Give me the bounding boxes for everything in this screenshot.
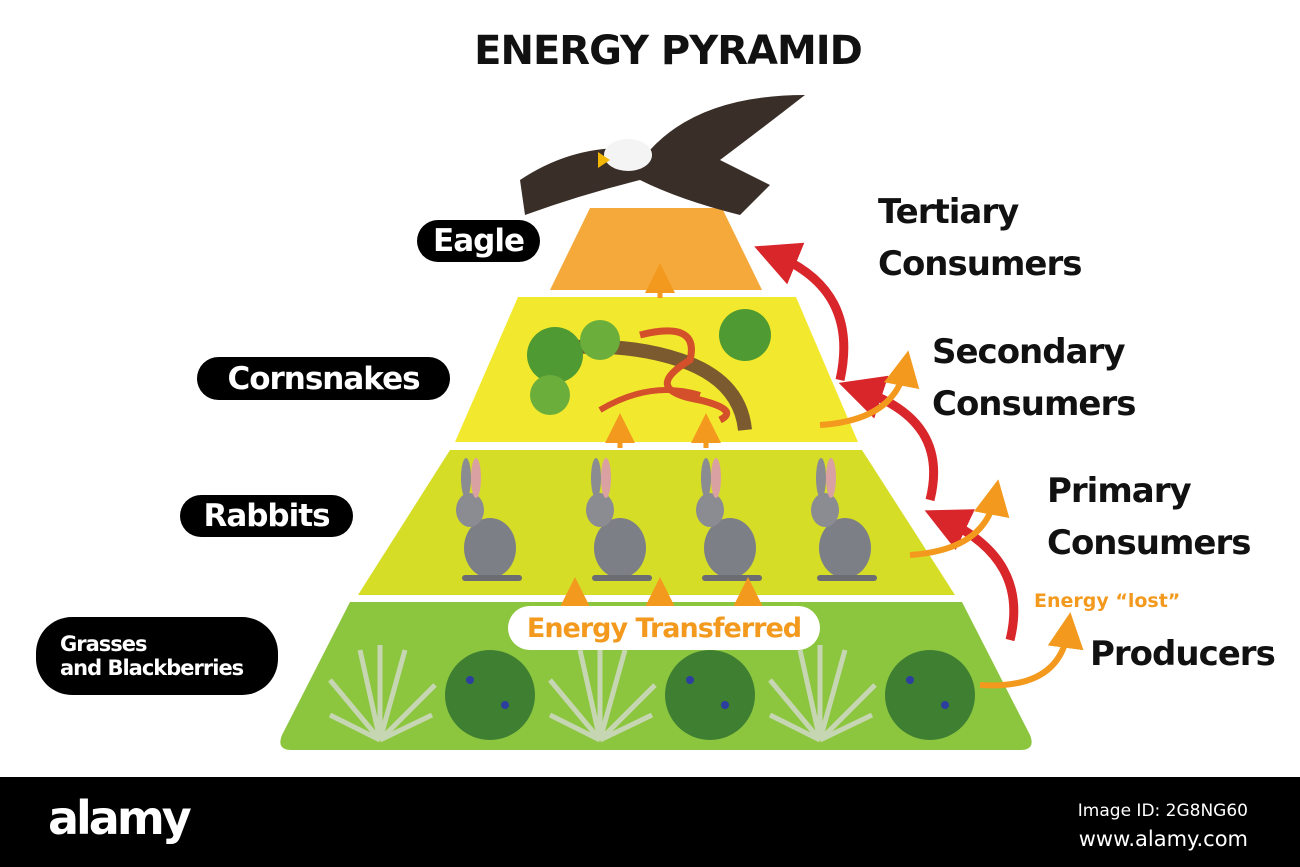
label-blackberries: and Blackberries xyxy=(60,656,244,680)
label-grasses: Grasses xyxy=(60,632,148,656)
level-secondary xyxy=(455,297,858,442)
alamy-logo: alamy xyxy=(48,791,192,845)
label-eagle: Eagle xyxy=(417,220,540,262)
energy-transferred-label: Energy Transferred xyxy=(508,606,820,650)
eagle-illustration xyxy=(520,95,805,215)
energy-pyramid xyxy=(280,95,1084,750)
role-line: Secondary xyxy=(932,332,1125,372)
cornsnake-tree-illustration xyxy=(527,309,771,431)
footer-bar: alamy Image ID: 2G8NG60 www.alamy.com xyxy=(0,777,1300,867)
consumption-arrows xyxy=(754,242,1019,642)
plant-illustrations xyxy=(328,645,975,740)
role-line: Consumers xyxy=(932,384,1136,424)
level-primary xyxy=(358,450,955,595)
energy-lost-label: Energy “lost” xyxy=(1034,590,1181,612)
page-title: ENERGY PYRAMID xyxy=(474,28,863,74)
label-cornsnakes: Cornsnakes xyxy=(197,357,450,400)
role-line: Tertiary xyxy=(878,192,1019,232)
image-id: Image ID: 2G8NG60 xyxy=(1077,801,1248,821)
label-rabbits: Rabbits xyxy=(180,495,353,537)
role-line: Consumers xyxy=(1047,523,1251,563)
label-producers-organisms: Grasses and Blackberries xyxy=(36,617,278,695)
rabbit-illustrations xyxy=(456,458,877,581)
role-line: Primary xyxy=(1047,471,1192,511)
role-line: Consumers xyxy=(878,244,1082,284)
energy-lost-arrows xyxy=(819,350,1084,689)
site-url: www.alamy.com xyxy=(1078,827,1248,851)
level-tertiary xyxy=(550,208,762,290)
role-producers: Producers xyxy=(1090,634,1276,674)
